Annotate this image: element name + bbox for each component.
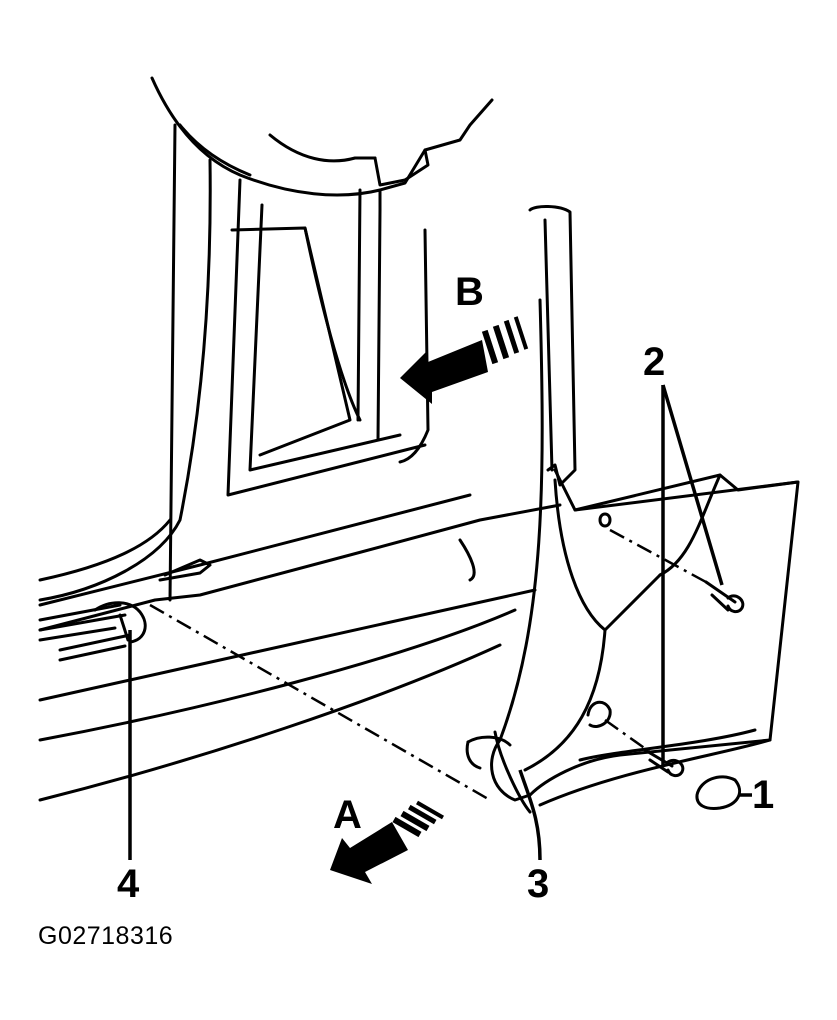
figure-id: G02718316 [38, 922, 174, 950]
alignment-lines [149, 528, 707, 802]
view-arrow-b [400, 316, 529, 404]
part-label-1: 1 [752, 773, 774, 817]
body-structure [38, 76, 562, 802]
screw-upper [704, 580, 745, 614]
part-label-2: 2 [643, 340, 665, 384]
part-label-3: 3 [527, 862, 549, 906]
view-arrow-a [330, 800, 444, 884]
leader-lines [128, 384, 752, 861]
cover-cap [695, 775, 741, 810]
part-label-4: 4 [117, 862, 140, 906]
view-label-a: A [333, 793, 362, 837]
pillar-trim-panel [465, 205, 800, 814]
view-label-b: B [455, 270, 484, 314]
